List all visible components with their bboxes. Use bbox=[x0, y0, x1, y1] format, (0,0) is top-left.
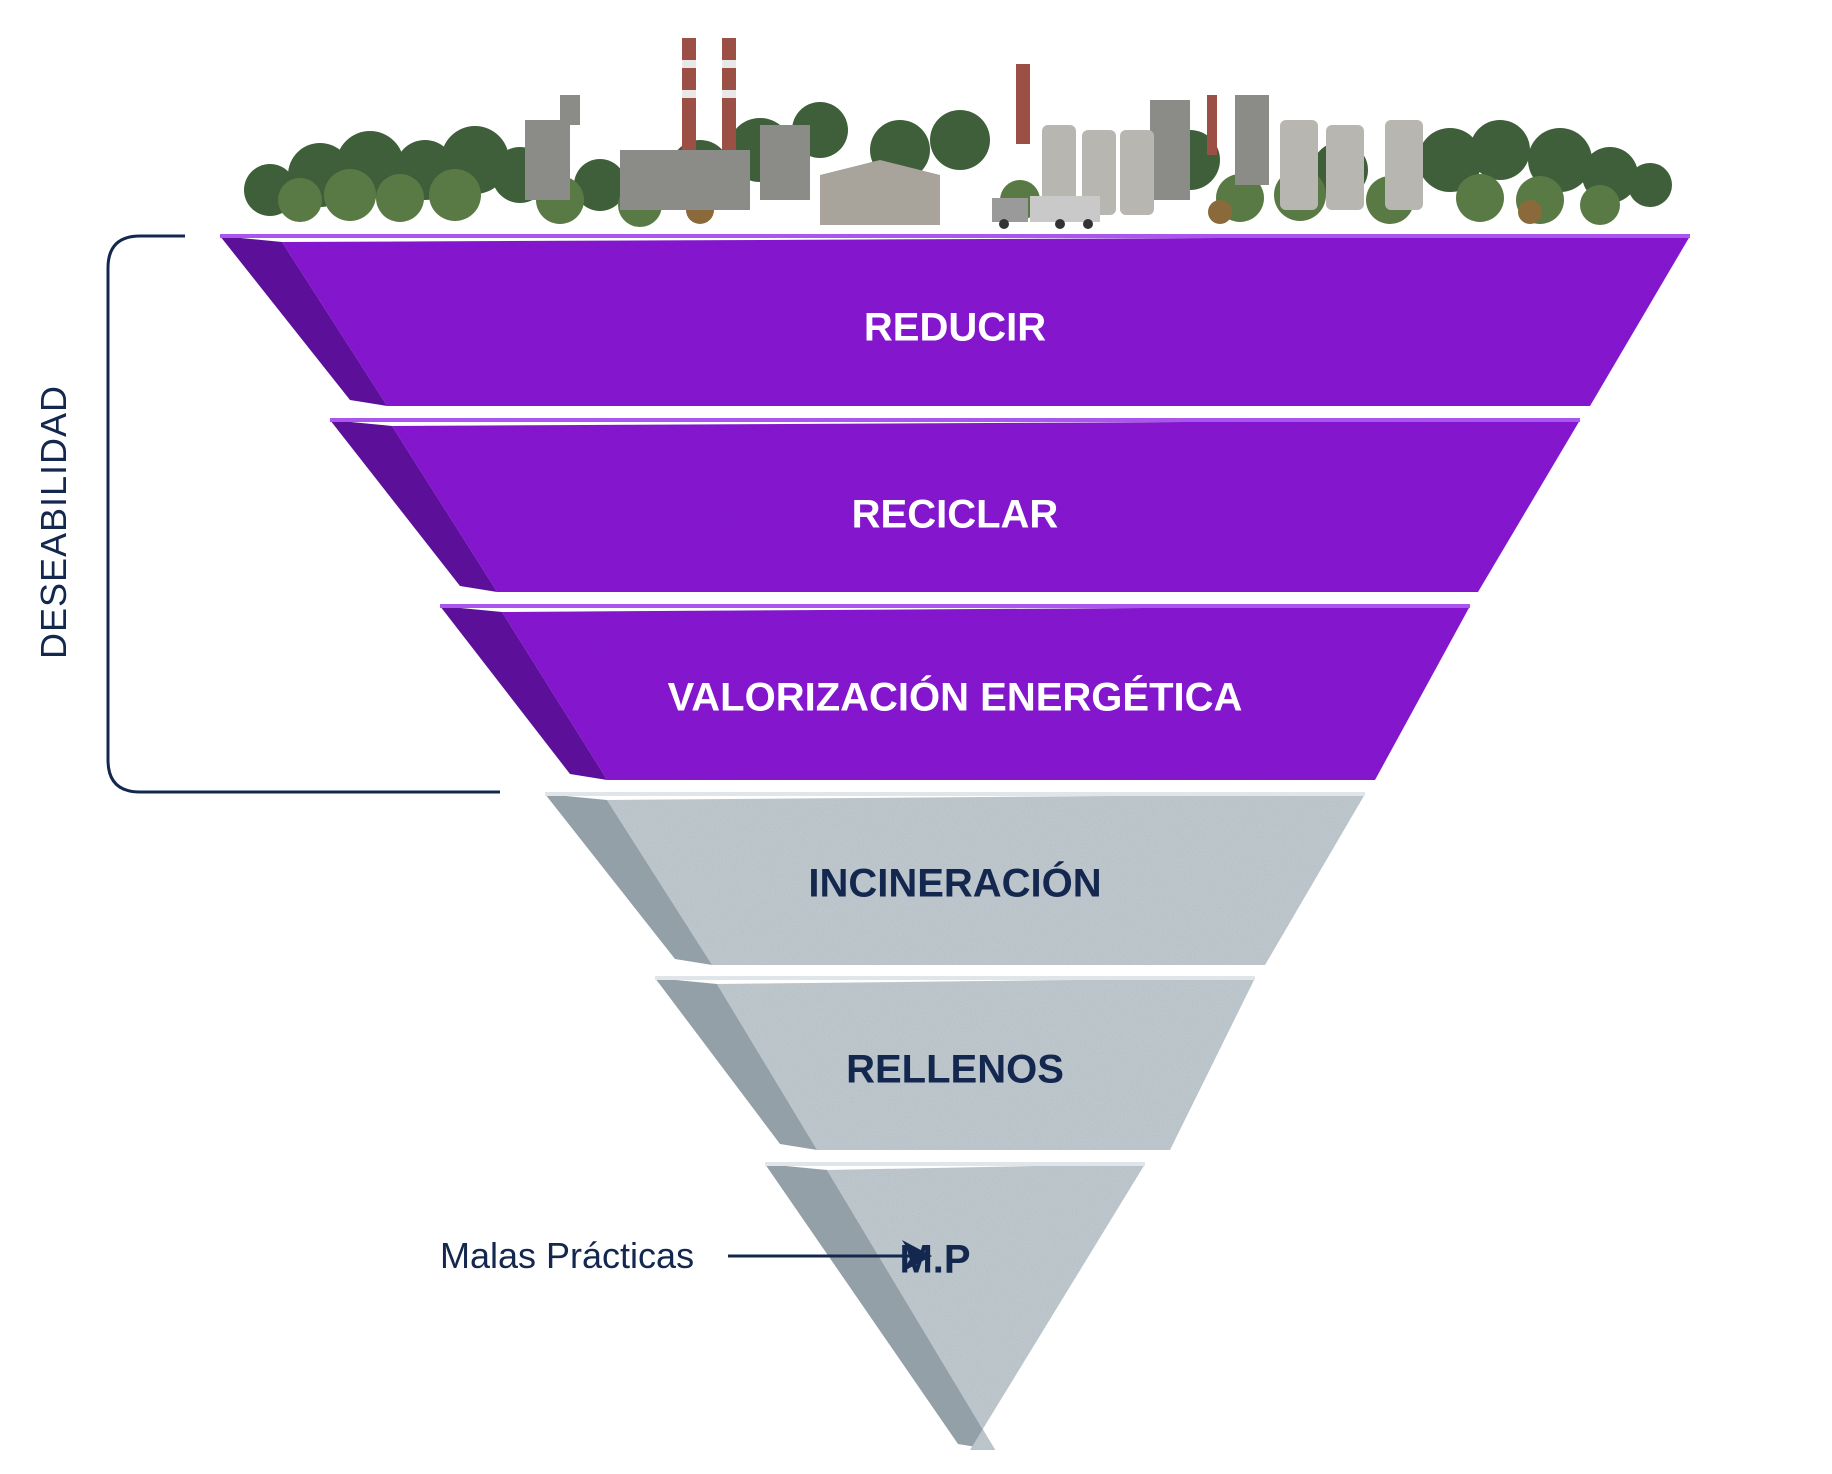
level-label: VALORIZACIÓN ENERGÉTICA bbox=[668, 674, 1243, 720]
level-front-face bbox=[827, 1164, 1145, 1450]
desirability-bracket bbox=[106, 234, 500, 794]
desirability-label: DESEABILIDAD bbox=[33, 385, 74, 659]
level-side-face bbox=[330, 420, 498, 592]
industrial-skyline-scene bbox=[244, 38, 1672, 229]
level-side-face bbox=[545, 794, 713, 965]
level-2: RECICLAR bbox=[330, 418, 1580, 592]
bad-practices-note: Malas Prácticas bbox=[440, 1235, 694, 1276]
level-6: M.P bbox=[765, 1162, 1145, 1450]
level-front-face bbox=[502, 606, 1470, 780]
level-label: INCINERACIÓN bbox=[808, 860, 1101, 906]
level-side-face bbox=[440, 606, 608, 780]
level-3: VALORIZACIÓN ENERGÉTICA bbox=[440, 604, 1470, 780]
level-front-face bbox=[392, 420, 1580, 592]
level-front-face bbox=[607, 794, 1365, 965]
level-side-face bbox=[220, 236, 388, 406]
level-4: INCINERACIÓN bbox=[545, 792, 1365, 965]
level-1: REDUCIR bbox=[220, 234, 1690, 406]
level-label: RELLENOS bbox=[846, 1048, 1064, 1092]
level-side-face bbox=[655, 978, 818, 1150]
level-label: RECICLAR bbox=[852, 493, 1059, 537]
arrow-right-icon bbox=[728, 1240, 932, 1272]
level-front-face bbox=[282, 236, 1690, 406]
level-5: RELLENOS bbox=[655, 976, 1255, 1150]
level-side-face bbox=[765, 1164, 996, 1450]
level-front-face bbox=[717, 978, 1255, 1150]
level-label: REDUCIR bbox=[864, 306, 1046, 350]
hierarchy-levels: REDUCIR RECICLAR VALORIZACIÓN ENERGÉTICA IN… bbox=[220, 234, 1690, 1450]
